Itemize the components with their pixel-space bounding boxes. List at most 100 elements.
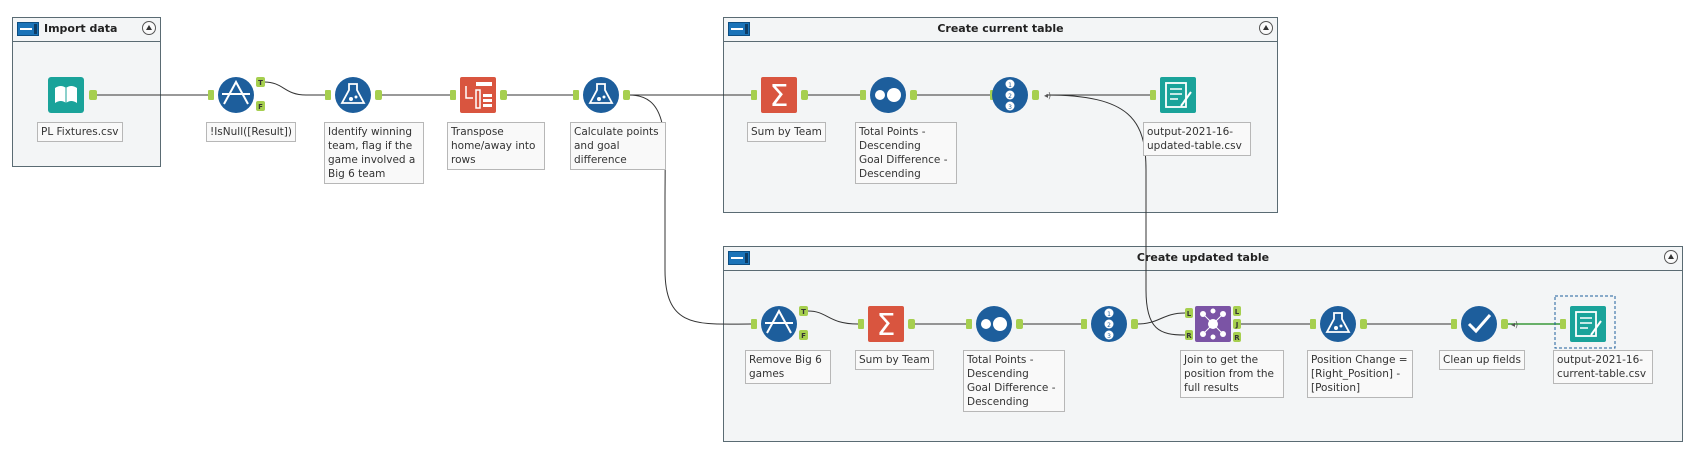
connection bbox=[628, 94, 752, 325]
false-anchor bbox=[256, 101, 265, 111]
input-anchor bbox=[1560, 319, 1566, 329]
output-anchor bbox=[375, 90, 382, 100]
left-input-anchor bbox=[1185, 308, 1193, 318]
collapse-icon[interactable] bbox=[142, 21, 156, 35]
output-anchor bbox=[500, 90, 507, 100]
input-anchor bbox=[751, 319, 757, 329]
r-output-anchor bbox=[1233, 332, 1241, 342]
svg-text:J: J bbox=[1235, 321, 1239, 329]
tool-record-id-updated[interactable]: 1 2 3 bbox=[1081, 306, 1138, 342]
tool-output-current-table[interactable] bbox=[1554, 295, 1616, 349]
output-anchor bbox=[1032, 90, 1039, 100]
tool-formula-identify-winner[interactable] bbox=[325, 77, 382, 113]
tool-label-points-gd: Calculate points and goal difference bbox=[570, 122, 666, 170]
wireless-connection-icon: ◂) bbox=[1511, 320, 1518, 329]
tool-label-identify-winner: Identify winning team, flag if the game … bbox=[324, 122, 424, 184]
input-anchor bbox=[1081, 319, 1087, 329]
svg-text:2: 2 bbox=[1008, 93, 1012, 100]
wireless-connection-icon: ◂) bbox=[1044, 91, 1051, 100]
output-anchor bbox=[89, 90, 97, 100]
container-header[interactable]: Import data bbox=[13, 18, 160, 42]
container-icon bbox=[728, 22, 750, 36]
tool-filter-remove-big6[interactable]: T F bbox=[751, 306, 808, 342]
input-anchor bbox=[573, 90, 579, 100]
tool-label-position-change: Position Change = [Right_Position] - [Po… bbox=[1307, 350, 1413, 398]
true-anchor bbox=[256, 77, 265, 87]
container-create-updated-table[interactable]: Create updated table bbox=[723, 246, 1683, 442]
svg-text:L: L bbox=[1235, 308, 1240, 316]
tool-label-clean-up: Clean up fields bbox=[1439, 350, 1525, 370]
tool-formula-points-gd[interactable] bbox=[573, 77, 630, 113]
connection bbox=[263, 81, 325, 96]
false-anchor bbox=[799, 330, 808, 340]
collapse-icon[interactable] bbox=[1664, 250, 1678, 264]
connection bbox=[1136, 312, 1186, 325]
tool-label-isnull-filter: !IsNull([Result]) bbox=[206, 122, 296, 142]
container-import-data[interactable]: Import data bbox=[12, 17, 161, 167]
svg-text:T: T bbox=[801, 308, 806, 316]
tool-label-join-position: Join to get the position from the full r… bbox=[1180, 350, 1284, 398]
input-anchor bbox=[1310, 319, 1316, 329]
tool-output-updated-table[interactable] bbox=[1150, 77, 1196, 113]
container-icon bbox=[728, 251, 750, 265]
output-anchor bbox=[801, 90, 808, 100]
tool-record-id-current[interactable]: 1 2 3 ◂) bbox=[990, 77, 1051, 113]
output-anchor bbox=[1131, 319, 1138, 329]
input-anchor bbox=[751, 90, 757, 100]
tool-label-output-updated: output-2021-16-updated-table.csv bbox=[1143, 122, 1251, 156]
svg-text:F: F bbox=[258, 103, 263, 111]
tool-label-sort-current: Total Points - Descending Goal Differenc… bbox=[855, 122, 957, 184]
svg-text:T: T bbox=[258, 79, 263, 87]
output-anchor bbox=[1501, 319, 1508, 329]
input-anchor bbox=[1150, 90, 1156, 100]
svg-text:F: F bbox=[801, 332, 806, 340]
input-anchor bbox=[858, 319, 864, 329]
tool-label-sum-by-team: Sum by Team bbox=[747, 122, 826, 142]
connections bbox=[97, 81, 1560, 336]
collapse-icon[interactable] bbox=[1259, 21, 1273, 35]
svg-text:1: 1 bbox=[1008, 82, 1012, 89]
output-anchor bbox=[623, 90, 630, 100]
svg-text:3: 3 bbox=[1008, 104, 1012, 111]
j-output-anchor bbox=[1233, 319, 1241, 329]
tool-label-pl-fixtures: PL Fixtures.csv bbox=[37, 122, 123, 142]
tool-sort-current[interactable] bbox=[860, 77, 917, 113]
svg-text:2: 2 bbox=[1107, 322, 1111, 329]
tool-input-pl-fixtures[interactable] bbox=[48, 77, 97, 113]
svg-text:L: L bbox=[1187, 310, 1192, 318]
tool-summarize-sum-by-team[interactable]: Σ bbox=[751, 77, 808, 114]
svg-text:3: 3 bbox=[1107, 333, 1111, 340]
tool-label-sort-updated: Total Points - Descending Goal Differenc… bbox=[963, 350, 1065, 412]
true-anchor bbox=[799, 306, 808, 316]
input-anchor bbox=[1451, 319, 1457, 329]
output-anchor bbox=[910, 90, 917, 100]
selection-outline bbox=[1554, 295, 1616, 349]
container-header[interactable]: Create current table bbox=[724, 18, 1277, 42]
tool-select-clean-up[interactable]: ◂) bbox=[1451, 306, 1518, 342]
output-anchor bbox=[1016, 319, 1023, 329]
right-input-anchor bbox=[1185, 330, 1193, 340]
tool-label-output-current: output-2021-16-current-table.csv bbox=[1553, 350, 1653, 384]
svg-text:R: R bbox=[1186, 332, 1192, 340]
container-title: Create current table bbox=[937, 22, 1064, 35]
tool-label-transpose: Transpose home/away into rows bbox=[447, 122, 545, 170]
tool-join-position[interactable]: L R L J R bbox=[1185, 306, 1241, 342]
sigma-icon: Σ bbox=[770, 79, 789, 114]
tool-transpose[interactable] bbox=[450, 77, 507, 113]
input-anchor bbox=[208, 90, 214, 100]
tool-label-sum-by-team-2: Sum by Team bbox=[855, 350, 934, 370]
input-anchor bbox=[450, 90, 456, 100]
container-create-current-table[interactable]: Create current table bbox=[723, 17, 1278, 213]
tool-summarize-sum-by-team-2[interactable]: Σ bbox=[858, 306, 915, 343]
sigma-icon: Σ bbox=[877, 308, 896, 343]
container-icon bbox=[17, 22, 39, 36]
tool-formula-position-change[interactable] bbox=[1310, 306, 1367, 342]
tool-filter-isnull[interactable]: T F bbox=[208, 77, 265, 113]
connection bbox=[807, 310, 859, 325]
l-output-anchor bbox=[1233, 306, 1241, 316]
container-header[interactable]: Create updated table bbox=[724, 247, 1682, 271]
tool-sort-updated[interactable] bbox=[966, 306, 1023, 342]
connection bbox=[1045, 94, 1186, 336]
input-anchor bbox=[966, 319, 972, 329]
